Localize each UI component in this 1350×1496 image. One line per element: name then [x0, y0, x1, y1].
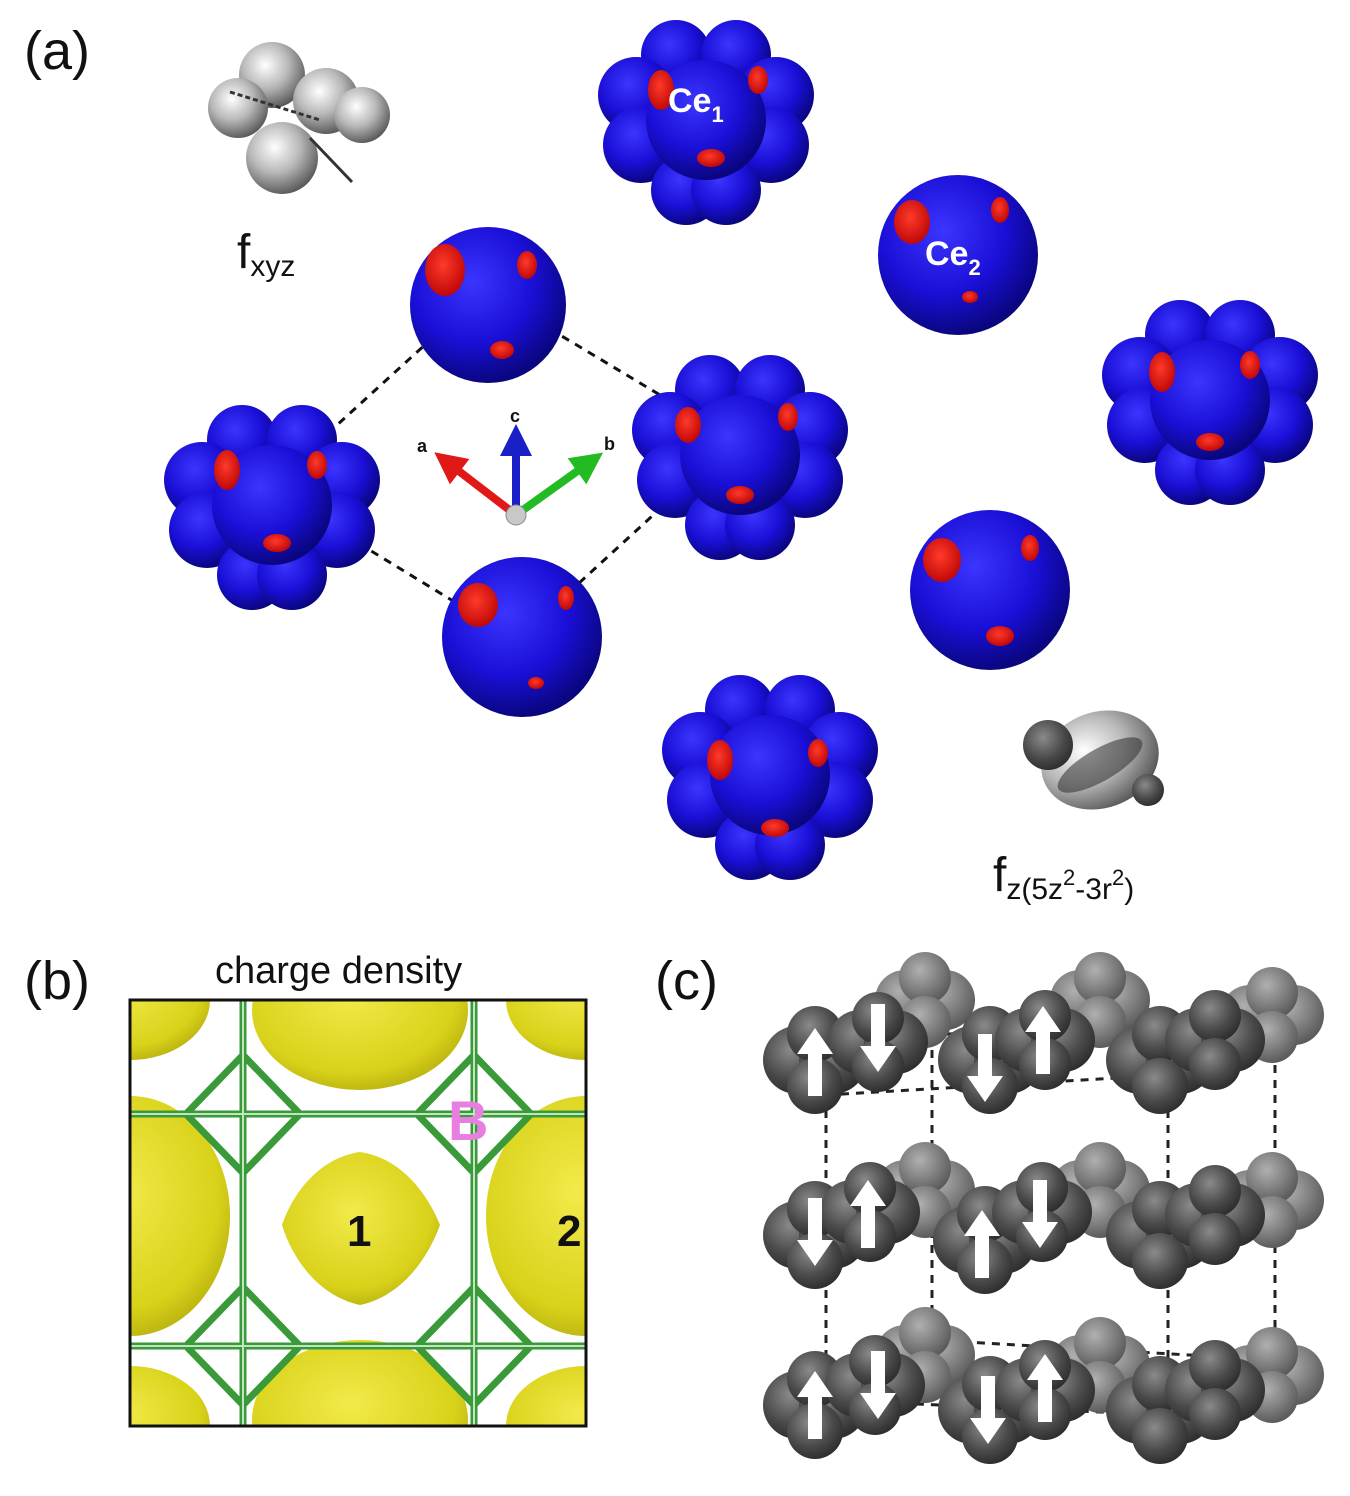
panel-c [763, 952, 1324, 1464]
moment-row-2 [763, 1142, 1324, 1294]
panel-c-label: (c) [655, 951, 718, 1011]
panel-b-label: (b) [24, 951, 90, 1011]
panel-b-frame [128, 998, 588, 1428]
boron-label: B [448, 1089, 488, 1152]
ce2-isosurface-bottom-right [910, 510, 1070, 670]
fz-label: fz(5z2-3r2) [993, 848, 1134, 907]
fz-sub: z(5z2-3r2) [1006, 865, 1135, 906]
charge-lobe-center [282, 1152, 440, 1305]
moment-row-3 [763, 1307, 1324, 1464]
charge-lobe-top [252, 1000, 468, 1090]
ce1-isosurface-right [1102, 300, 1318, 505]
ce1-isosurface-top [598, 20, 814, 225]
charge-lobe-right [486, 1096, 586, 1336]
fxyz-orbital-shape [208, 42, 390, 194]
ce2-isosurface-top-right [878, 175, 1038, 335]
axis-c-label: c [510, 406, 520, 426]
fz-base: f [993, 849, 1007, 902]
fxyz-label: fxyz [237, 225, 295, 284]
ce1-isosurface-bottom [662, 675, 878, 880]
fxyz-sub: xyz [250, 250, 296, 283]
panel-b: B 1 2 [128, 998, 588, 1428]
ce1-isosurface-center [632, 355, 848, 560]
panel-b-title: charge density [215, 950, 463, 992]
ce2-isosurface-bottom-center [442, 557, 602, 717]
panel-a: Ce1 Ce2 a b c [164, 20, 1318, 880]
axis-b-label: b [604, 434, 615, 454]
site-label-2: 2 [557, 1207, 581, 1256]
panel-a-label: (a) [24, 21, 90, 81]
axis-a-label: a [417, 436, 428, 456]
ce1-label: Ce1 [668, 82, 724, 127]
axis-triad: a b c [417, 406, 615, 526]
charge-lobe-left [130, 1096, 230, 1336]
site-label-1: 1 [347, 1207, 371, 1256]
ce2-label: Ce2 [925, 235, 981, 280]
ce2-isosurface-top-left [410, 227, 566, 383]
fxyz-base: f [237, 226, 251, 279]
moment-row-1 [763, 952, 1324, 1114]
charge-lobe-bottom [252, 1340, 468, 1426]
fz-orbital-shape [1023, 710, 1164, 810]
ce1-isosurface-left [164, 405, 380, 610]
